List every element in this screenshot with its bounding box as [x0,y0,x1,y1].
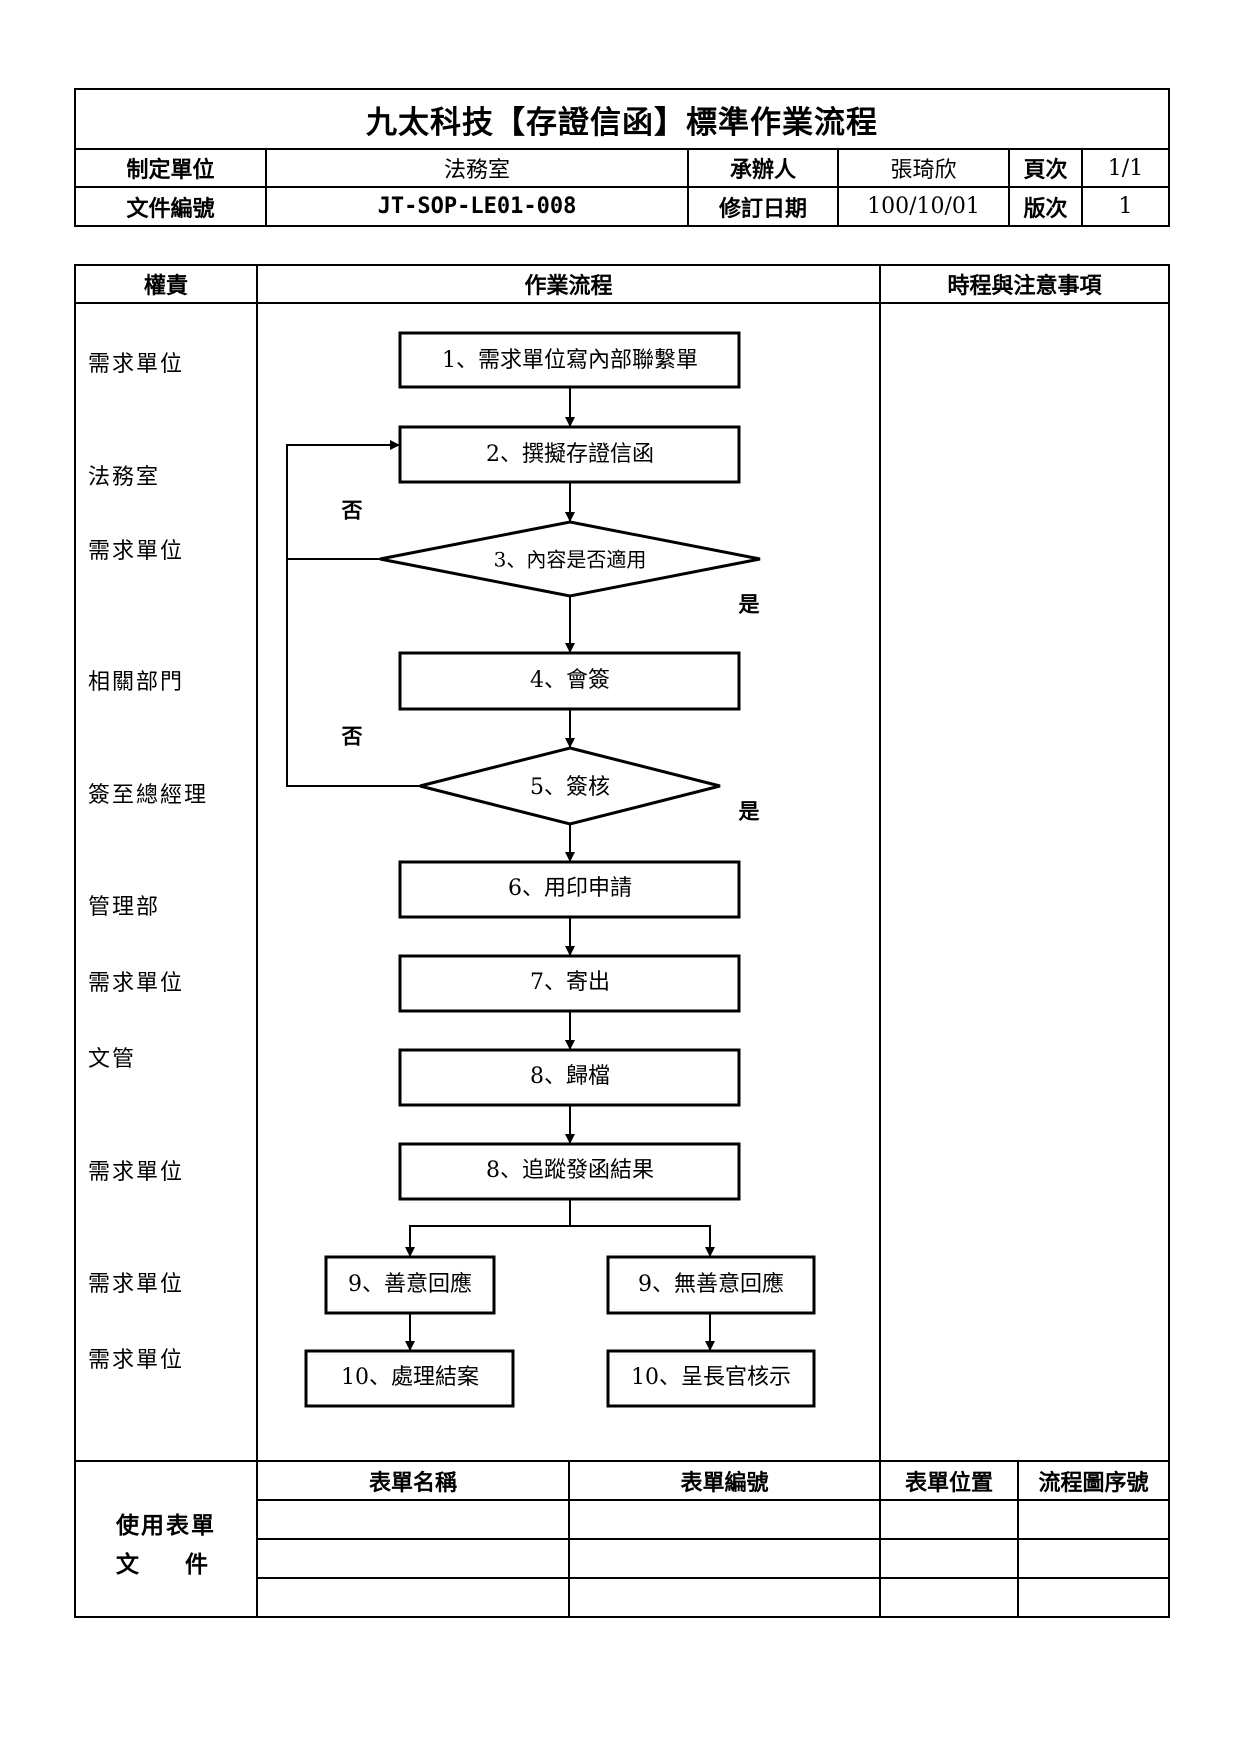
page-value: 1/1 [1107,155,1144,181]
resp-label: 簽至總經理 [88,783,209,808]
document-title: 九太科技【存證信函】標準作業流程 [366,104,878,141]
resp-label: 需求單位 [88,971,185,996]
resp-label: 相關部門 [88,670,185,695]
no-label-3: 否 [342,498,363,523]
step-label-10b: 10、呈長官核示 [631,1365,791,1390]
step-label-10a: 10、處理結案 [341,1365,479,1390]
resp-label: 需求單位 [88,352,185,377]
step-box-2 [398,425,741,484]
step-label-5: 5、簽核 [530,775,610,800]
forms-header-location: 表單位置 [904,1469,993,1496]
step-box-9b [606,1255,816,1315]
no-label-5: 否 [342,724,363,749]
revdate-label: 修訂日期 [718,195,807,222]
step-box-4 [398,651,741,711]
version-label: 版次 [1023,195,1068,222]
decision-3 [379,520,761,598]
step-box-8 [398,1048,741,1107]
split-line [570,1225,715,1257]
yes-label-3: 是 [739,592,760,617]
split-line [405,1200,571,1257]
step-box-9a [324,1255,496,1315]
step-box-10b [606,1349,816,1408]
yes-label-5: 是 [739,799,760,824]
step-label-1: 1、需求單位寫內部聯繫單 [442,348,698,373]
col-header-responsibility: 權責 [143,273,188,299]
col-header-notes: 時程與注意事項 [947,273,1102,299]
revdate-value: 100/10/01 [867,194,980,219]
resp-label: 法務室 [88,465,161,490]
step-label-8: 8、歸檔 [530,1064,610,1089]
step-label-6: 6、用印申請 [508,876,632,901]
docno-label: 文件編號 [126,195,215,222]
step-box-10a [304,1349,515,1408]
handler-value: 張琦欣 [890,158,957,183]
step-label-9b: 9、無善意回應 [638,1271,784,1297]
step-box-6 [398,860,741,919]
resp-label: 需求單位 [88,1272,185,1297]
forms-label-line1: 使用表單 [116,1512,216,1539]
step-label-4: 4、會簽 [530,668,610,693]
col-header-flow: 作業流程 [524,273,613,299]
step-label-7: 7、寄出 [530,970,610,995]
unit-label: 制定單位 [126,157,215,183]
unit-value: 法務室 [443,158,510,183]
resp-label: 需求單位 [88,539,185,564]
docno-value: JT-SOP-LE01-008 [377,194,577,219]
resp-label: 文管 [88,1047,137,1072]
forms-header-name: 表單名稱 [368,1469,457,1496]
resp-label: 需求單位 [88,1348,185,1373]
forms-header-flow-seq: 流程圖序號 [1038,1469,1149,1496]
step-label-3: 3、內容是否適用 [494,548,647,572]
page-label: 頁次 [1023,157,1068,183]
resp-label: 需求單位 [88,1160,185,1185]
step-label-2: 2、撰擬存證信函 [486,442,654,467]
handler-label: 承辦人 [729,157,796,183]
version-value: 1 [1118,194,1133,219]
step-label-8b: 8、追蹤發函結果 [486,1158,654,1183]
step-label-9a: 9、善意回應 [348,1271,472,1297]
step-box-7 [398,954,741,1013]
step-box-1 [398,331,741,389]
forms-header-number: 表單編號 [680,1469,769,1496]
no-loop-3 [286,440,400,560]
no-loop-5 [286,559,420,787]
forms-label-line2: 文 件 [116,1551,208,1578]
resp-label: 管理部 [88,895,161,920]
decision-5 [419,746,721,826]
step-box-8b [398,1142,741,1201]
